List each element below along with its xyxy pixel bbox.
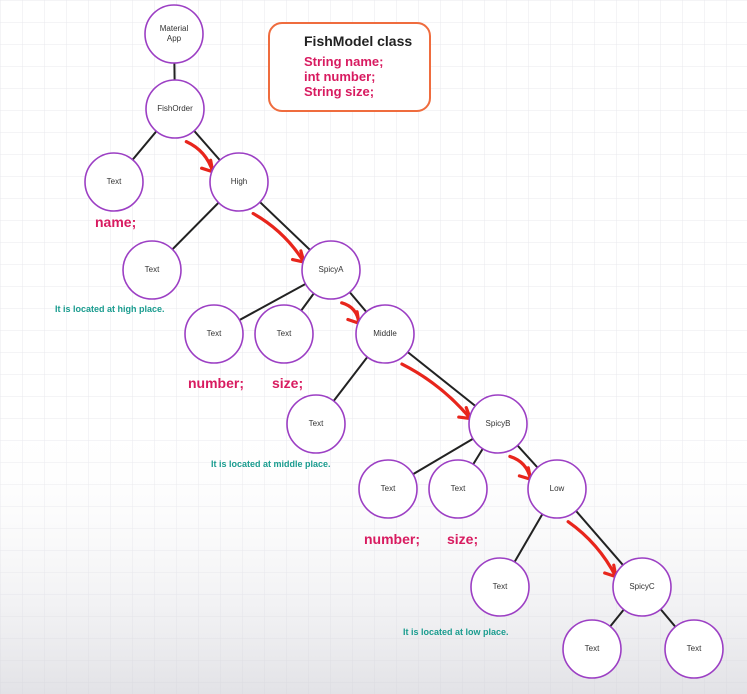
- fishmodel-class-box: FishModel class String name; int number;…: [268, 22, 431, 112]
- node-label: Text: [687, 644, 702, 653]
- size-b-label: size;: [447, 531, 478, 547]
- node-label: SpicyC: [629, 582, 655, 591]
- node-label: Low: [550, 484, 565, 493]
- high-place-label: It is located at high place.: [55, 304, 165, 314]
- node-text-middle: Text: [286, 394, 346, 454]
- node-text-size-a: Text: [254, 304, 314, 364]
- node-fishorder: FishOrder: [145, 79, 205, 139]
- node-label: FishOrder: [157, 104, 193, 113]
- node-label: Text: [277, 329, 292, 338]
- name-label: name;: [95, 214, 136, 230]
- node-high: High: [209, 152, 269, 212]
- node-text-number-b: Text: [358, 459, 418, 519]
- node-label: Material: [160, 24, 189, 33]
- class-field-number: int number;: [304, 69, 376, 84]
- node-text-c1: Text: [562, 619, 622, 679]
- node-label: Text: [381, 484, 396, 493]
- node-label: SpicyB: [486, 419, 511, 428]
- node-label: Text: [207, 329, 222, 338]
- node-label: App: [167, 34, 182, 43]
- class-title: FishModel class: [304, 33, 413, 49]
- node-middle: Middle: [355, 304, 415, 364]
- number-a-label: number;: [188, 375, 244, 391]
- node-text-number-a: Text: [184, 304, 244, 364]
- node-spicyc: SpicyC: [612, 557, 672, 617]
- node-text-c2: Text: [664, 619, 724, 679]
- node-label: Text: [585, 644, 600, 653]
- node-text-low: Text: [470, 557, 530, 617]
- node-label: SpicyA: [319, 265, 345, 274]
- node-label: Text: [107, 177, 122, 186]
- node-spicyb: SpicyB: [468, 394, 528, 454]
- node-label: Middle: [373, 329, 397, 338]
- node-label: Text: [493, 582, 508, 591]
- node-label: High: [231, 177, 247, 186]
- node-text-high: Text: [122, 240, 182, 300]
- node-low: Low: [527, 459, 587, 519]
- middle-place-label: It is located at middle place.: [211, 459, 331, 469]
- number-b-label: number;: [364, 531, 420, 547]
- node-text-name: Text: [84, 152, 144, 212]
- node-spicya: SpicyA: [301, 240, 361, 300]
- class-field-name: String name;: [304, 54, 384, 69]
- node-label: Text: [145, 265, 160, 274]
- node-label: Text: [309, 419, 324, 428]
- size-a-label: size;: [272, 375, 303, 391]
- node-text-size-b: Text: [428, 459, 488, 519]
- class-field-size: String size;: [304, 84, 375, 99]
- low-place-label: It is located at low place.: [403, 627, 509, 637]
- node-label: Text: [451, 484, 466, 493]
